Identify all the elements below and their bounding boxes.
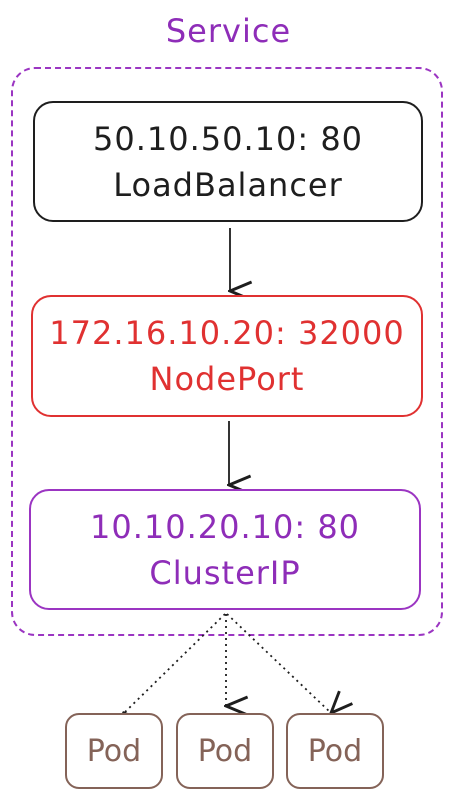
pod-box: Pod bbox=[176, 713, 274, 789]
loadbalancer-box: 50.10.50.10: 80 LoadBalancer bbox=[33, 101, 423, 222]
clusterip-box: 10.10.20.10: 80 ClusterIP bbox=[29, 489, 421, 610]
loadbalancer-label: LoadBalancer bbox=[113, 165, 343, 204]
service-boundary bbox=[11, 67, 443, 636]
arrow-clusterip-to-pod-1 bbox=[124, 613, 226, 713]
pod-box: Pod bbox=[65, 713, 163, 789]
service-title: Service bbox=[165, 12, 292, 50]
clusterip-address: 10.10.20.10: 80 bbox=[89, 507, 361, 546]
arrow-clusterip-to-pod-3 bbox=[226, 613, 331, 713]
pod-box: Pod bbox=[286, 713, 384, 789]
loadbalancer-address: 50.10.50.10: 80 bbox=[92, 119, 364, 158]
nodeport-box: 172.16.10.20: 32000 NodePort bbox=[31, 295, 423, 417]
nodeport-label: NodePort bbox=[149, 360, 305, 398]
clusterip-label: ClusterIP bbox=[149, 553, 301, 592]
nodeport-address: 172.16.10.20: 32000 bbox=[49, 314, 405, 352]
